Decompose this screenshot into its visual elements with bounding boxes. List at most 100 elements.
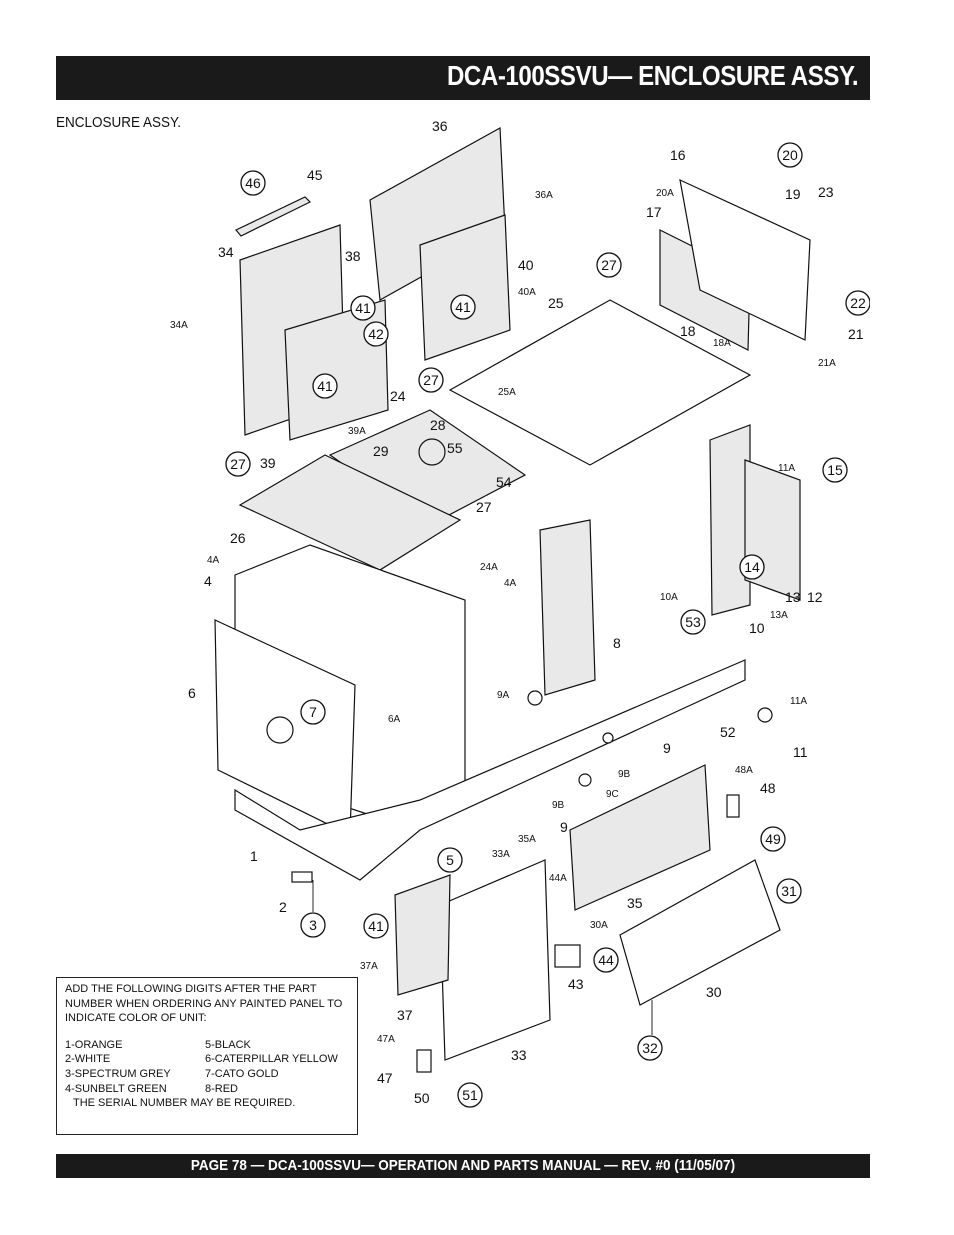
callout-15: 15 — [827, 462, 843, 478]
callout-18: 18 — [680, 323, 696, 339]
callout-20A: 20A — [656, 188, 674, 199]
callout-27: 27 — [601, 257, 617, 273]
part-post-8 — [539, 519, 596, 696]
part-nut-9A — [527, 690, 543, 706]
callout-46: 46 — [245, 175, 261, 191]
page-title: DCA-100SSVU— ENCLOSURE ASSY. — [446, 60, 859, 91]
callout-35: 35 — [627, 895, 643, 911]
callout-circle — [240, 170, 266, 196]
callout-34A: 34A — [170, 320, 188, 331]
callout-44: 44 — [598, 952, 614, 968]
callout-3: 3 — [309, 917, 317, 933]
callout-41: 41 — [368, 918, 384, 934]
callout-20: 20 — [782, 147, 798, 163]
callout-42: 42 — [368, 326, 384, 342]
title-bar: DCA-100SSVU— ENCLOSURE ASSY. — [56, 56, 870, 100]
part-frame-1 — [234, 659, 746, 881]
callout-27: 27 — [476, 499, 492, 515]
callout-9C: 9C — [606, 789, 619, 800]
callout-41: 41 — [455, 299, 471, 315]
part-panel-10 — [709, 424, 751, 616]
callout-30: 30 — [706, 984, 722, 1000]
part-bar — [235, 196, 312, 237]
part-washer-9B — [578, 773, 592, 787]
callout-circle — [225, 451, 251, 477]
callout-circle — [300, 699, 326, 725]
part-panel-16 — [679, 178, 811, 341]
callout-10: 10 — [749, 620, 765, 636]
callout-circle — [637, 1035, 663, 1061]
callout-7: 7 — [309, 704, 317, 720]
callout-circle — [312, 373, 338, 399]
callout-25A: 25A — [498, 387, 516, 398]
callout-8: 8 — [613, 635, 621, 651]
callout-4A: 4A — [207, 555, 220, 566]
callout-47A: 47A — [377, 1034, 395, 1045]
callout-9B: 9B — [552, 800, 565, 811]
callout-22: 22 — [850, 295, 866, 311]
callout-28: 28 — [430, 417, 446, 433]
callout-10A: 10A — [660, 592, 678, 603]
callout-34: 34 — [218, 244, 234, 260]
callout-circle — [437, 847, 463, 873]
callout-26: 26 — [230, 530, 246, 546]
callout-13: 13 — [785, 589, 801, 605]
callout-40A: 40A — [518, 287, 536, 298]
callout-21: 21 — [848, 326, 864, 342]
callout-6: 6 — [188, 685, 196, 701]
callout-circle — [822, 457, 848, 483]
callout-55: 55 — [447, 440, 463, 456]
color-item: 2-WHITE — [65, 1053, 111, 1066]
color-item: 5-BLACK — [205, 1038, 251, 1051]
callout-9A: 9A — [497, 690, 510, 701]
callout-38: 38 — [345, 248, 361, 264]
callout-circle — [776, 878, 802, 904]
color-item: 4-SUNBELT GREEN — [65, 1082, 167, 1095]
callout-circle — [739, 554, 765, 580]
serial-note: THE SERIAL NUMBER MAY BE REQUIRED. — [73, 1097, 296, 1110]
section-subtitle: ENCLOSURE ASSY. — [56, 114, 182, 131]
callout-33: 33 — [511, 1047, 527, 1063]
callout-21A: 21A — [818, 358, 836, 369]
callout-9B: 9B — [618, 769, 631, 780]
callout-27: 27 — [230, 456, 246, 472]
callout-37: 37 — [397, 1007, 413, 1023]
callout-14: 14 — [744, 559, 760, 575]
callout-2: 2 — [279, 899, 287, 915]
color-item: 3-SPECTRUM GREY — [65, 1067, 171, 1080]
callout-circle — [300, 912, 326, 938]
part-hinge-48 — [726, 794, 740, 818]
callout-44A: 44A — [549, 873, 567, 884]
callout-30A: 30A — [590, 920, 608, 931]
part-clip-2 — [291, 871, 313, 883]
part-washer-9C — [602, 732, 614, 744]
callout-4: 4 — [204, 573, 212, 589]
callout-4A: 4A — [504, 578, 517, 589]
callout-23: 23 — [818, 184, 834, 200]
exploded-diagram: 46 45 34 34A 38 41 42 41 39A 39 36 36A 4… — [170, 118, 870, 1108]
callout-25: 25 — [548, 295, 564, 311]
callout-19: 19 — [785, 186, 801, 202]
callout-circle — [363, 913, 389, 939]
callout-12: 12 — [807, 589, 823, 605]
callout-32: 32 — [642, 1040, 658, 1056]
callout-17: 17 — [646, 204, 662, 220]
callout-circle — [777, 142, 803, 168]
callout-11A: 11A — [778, 463, 795, 474]
callout-41: 41 — [317, 378, 333, 394]
callout-9: 9 — [560, 819, 568, 835]
color-code-note: ADD THE FOLLOWING DIGITS AFTER THE PART … — [56, 977, 358, 1135]
callout-54: 54 — [496, 474, 512, 490]
callout-circle — [418, 367, 444, 393]
callout-circle — [596, 252, 622, 278]
callout-41: 41 — [355, 300, 371, 316]
callout-9: 9 — [663, 740, 671, 756]
callout-48A: 48A — [735, 765, 753, 776]
callout-1: 1 — [250, 848, 258, 864]
callout-47: 47 — [377, 1070, 393, 1086]
color-item: 7-CATO GOLD — [205, 1067, 279, 1080]
part-hood-26 — [238, 454, 462, 571]
part-hinge-47 — [416, 1049, 432, 1073]
callout-39: 39 — [260, 455, 276, 471]
callout-37A: 37A — [360, 961, 378, 972]
